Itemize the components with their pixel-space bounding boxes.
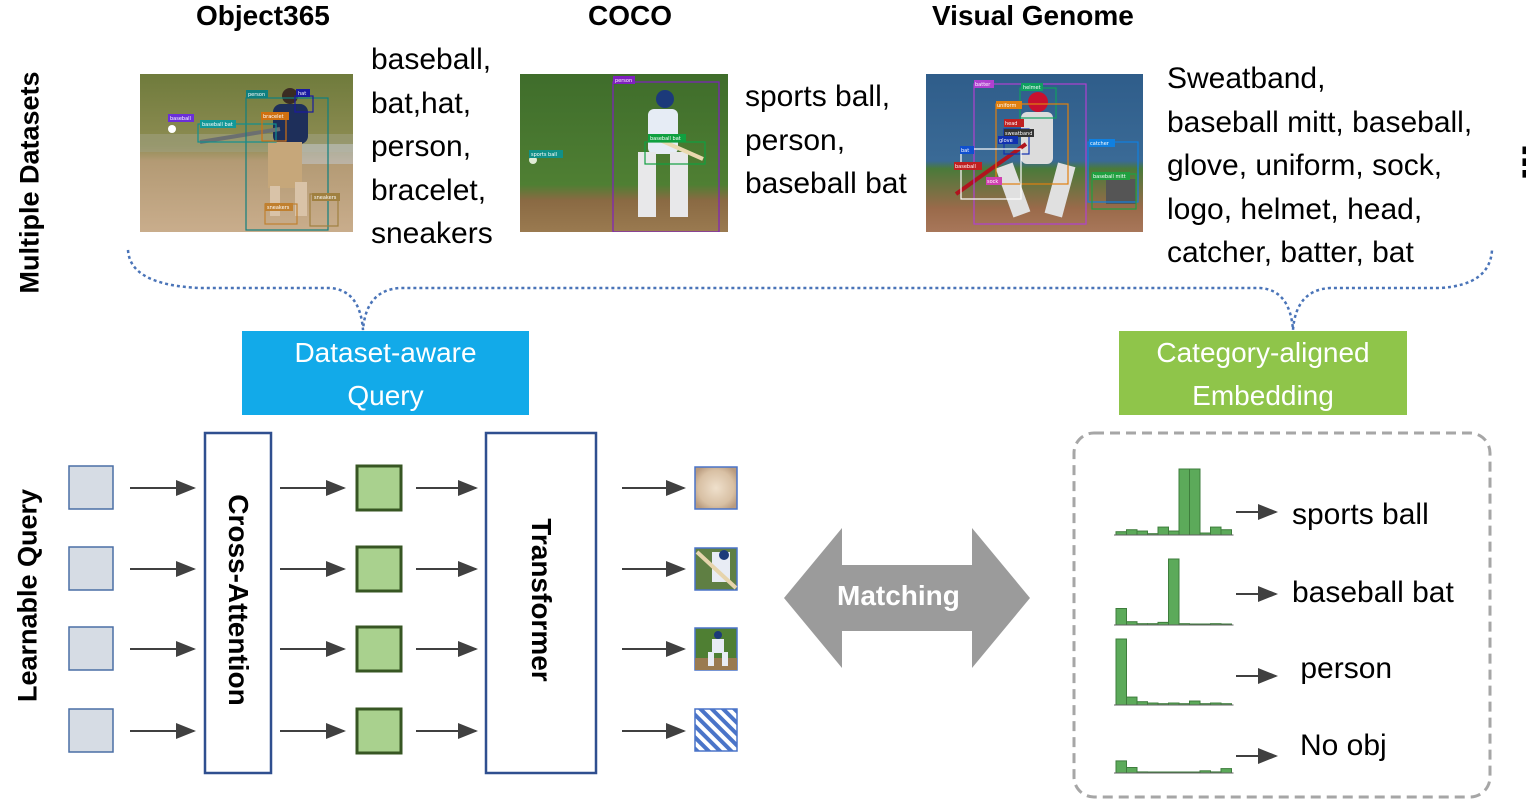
o365-box-label: person <box>248 92 265 98</box>
matching-double-arrow <box>784 528 1030 668</box>
coco-photo: person baseball bat sports ball <box>520 74 728 232</box>
vg-box-label: bat <box>961 148 969 154</box>
transformer-label: Transformer <box>526 518 557 682</box>
output-crop-bat <box>694 547 738 591</box>
feature-square <box>355 707 403 755</box>
class-label-no-obj: No obj <box>1300 729 1387 762</box>
embedding-dashed-box <box>1072 431 1492 799</box>
vg-box-label: head <box>1005 121 1017 127</box>
category-label: bracelet, <box>371 173 487 207</box>
histogram-bar <box>1157 526 1169 536</box>
histogram-bar <box>1220 529 1232 536</box>
histogram-bar <box>1115 608 1127 626</box>
dataset-title-object365: Object365 <box>196 0 330 31</box>
histogram-bar <box>1126 529 1138 536</box>
visual-genome-label-list: Sweatband, baseball mitt, baseball, glov… <box>1167 57 1472 275</box>
category-label: baseball bat <box>745 167 907 201</box>
learnable-query-square <box>68 465 114 510</box>
dataset-aware-query-tag: Dataset-aware Query <box>242 331 529 415</box>
object365-label-list: baseball, bat,hat, person, bracelet, sne… <box>371 38 493 256</box>
class-distribution-chart <box>1114 468 1234 536</box>
dataset-title-visual-genome: Visual Genome <box>932 0 1134 31</box>
vg-box-label: catcher <box>1090 141 1110 147</box>
feature-square <box>355 464 403 512</box>
o365-box-label: baseball bat <box>202 122 233 128</box>
category-label: person, <box>745 123 846 157</box>
vg-box-label: uniform <box>997 103 1017 109</box>
class-distribution-chart <box>1114 638 1234 706</box>
histogram-bar <box>1168 558 1180 626</box>
category-label: sneakers <box>371 217 493 251</box>
histogram-bar <box>1210 526 1222 536</box>
visual-genome-photo: batter helmet uniform head sweatband glo… <box>926 74 1143 232</box>
more-datasets-ellipsis: ⋮ <box>1506 141 1526 185</box>
category-label: baseball, <box>371 43 492 76</box>
class-label-sports-ball: sports ball <box>1292 498 1429 531</box>
category-label: bat,hat, <box>371 86 472 120</box>
cross-attention-label: Cross-Attention <box>223 494 254 706</box>
vg-box-label: helmet <box>1023 85 1041 91</box>
cross-attention-block <box>203 431 273 775</box>
histogram-bar <box>1220 768 1232 774</box>
o365-box-label: sneakers <box>267 205 290 211</box>
category-label: baseball mitt, baseball, <box>1167 105 1473 139</box>
coco-box-label: sports ball <box>531 152 557 158</box>
vg-box-label: baseball mitt <box>1093 174 1126 180</box>
class-distribution-chart <box>1114 760 1234 774</box>
learnable-query-square <box>68 626 114 671</box>
o365-box-label: baseball <box>170 116 191 122</box>
vg-box-label: glove <box>999 138 1013 144</box>
histogram-bar <box>1115 638 1127 706</box>
vg-box-label: batter <box>975 82 991 88</box>
dataset-title-coco: COCO <box>588 0 672 31</box>
vg-box-label: baseball <box>955 164 976 170</box>
vg-box-label: sweatband <box>1005 131 1032 137</box>
o365-box-label: sneakers <box>314 195 337 201</box>
coco-label-list: sports ball, person, baseball bat <box>745 75 907 206</box>
class-label-person: person <box>1292 652 1393 685</box>
category-aligned-embedding-tag: Category-aligned Embedding <box>1119 331 1407 415</box>
matching-label: Matching <box>837 580 960 611</box>
histogram-bar <box>1178 468 1190 536</box>
histogram-bar <box>1126 767 1138 774</box>
category-label: person, <box>371 130 472 164</box>
o365-box-label: bracelet <box>263 114 284 120</box>
category-label: catcher, batter, bat <box>1167 236 1414 270</box>
learnable-query-square <box>68 708 114 753</box>
histogram-bar <box>1189 700 1201 706</box>
category-label: glove, uniform, sock, <box>1167 149 1443 183</box>
learnable-query-square <box>68 546 114 591</box>
output-crop-no-object <box>694 708 738 752</box>
coco-box-label: person <box>615 78 632 84</box>
tag-line: Dataset-aware <box>294 337 477 368</box>
coco-box-label: baseball bat <box>650 136 681 142</box>
category-label: sports ball, <box>745 80 891 113</box>
transformer-block <box>484 431 598 775</box>
class-distribution-chart <box>1114 558 1234 626</box>
histogram-bar <box>1115 760 1127 774</box>
class-label-baseball-bat: baseball bat <box>1292 576 1454 609</box>
output-crop-ball <box>694 466 738 510</box>
object365-photo: baseball baseball bat person hat bracele… <box>140 74 353 232</box>
feature-square <box>355 625 403 673</box>
o365-box-label: hat <box>298 91 306 97</box>
output-crop-person <box>694 627 738 671</box>
histogram-bar <box>1126 696 1138 706</box>
tag-line: Query <box>347 380 424 411</box>
histogram-bar <box>1189 468 1201 536</box>
histogram-bar <box>1168 530 1180 536</box>
vg-box-label: sock <box>987 179 998 185</box>
tag-line: Category-aligned <box>1156 337 1370 368</box>
feature-square <box>355 545 403 593</box>
histogram-bar <box>1136 530 1148 536</box>
category-label: logo, helmet, head, <box>1167 192 1423 226</box>
category-label: Sweatband, <box>1167 62 1326 95</box>
tag-line: Embedding <box>1192 380 1334 411</box>
